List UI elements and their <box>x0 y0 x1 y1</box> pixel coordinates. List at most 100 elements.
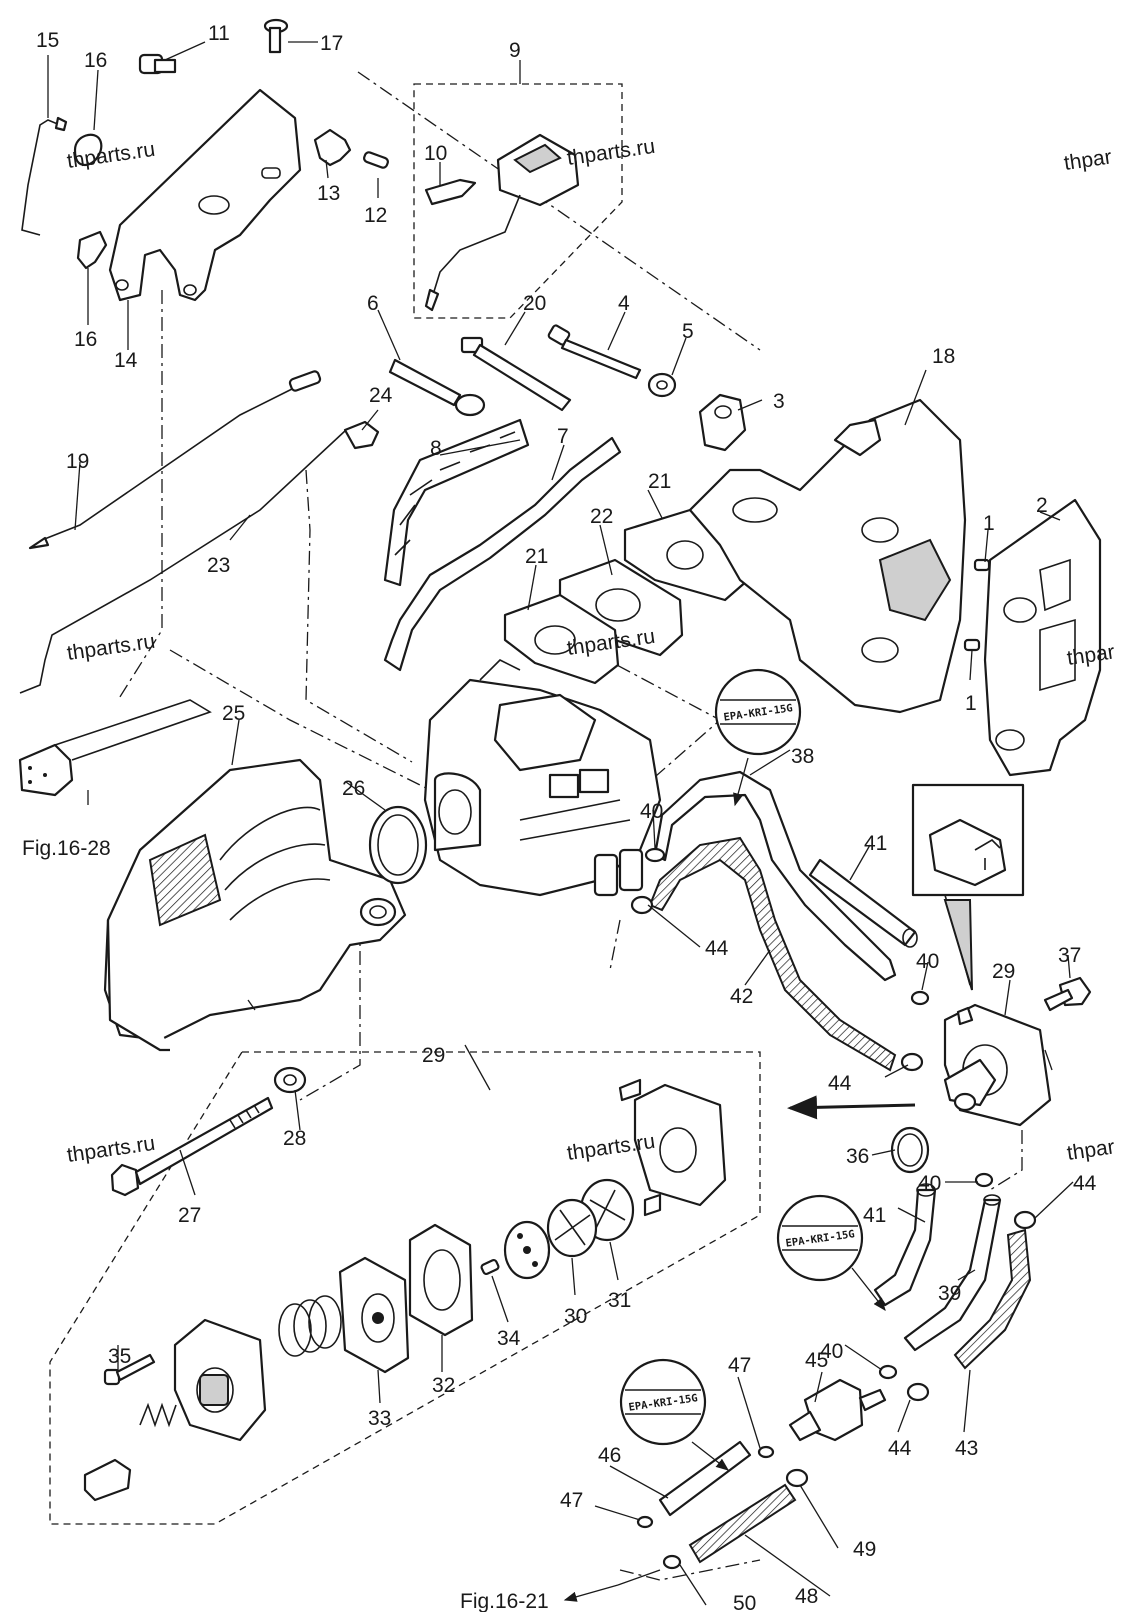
part-32-gasket <box>408 1223 474 1337</box>
callout-25: 25 <box>222 702 245 725</box>
callout-1-upper: 1 <box>983 512 995 535</box>
fig-ref-16-21[interactable]: Fig.16-21 <box>460 1590 549 1612</box>
callout-48: 48 <box>795 1585 818 1608</box>
part-42-mesh-hose <box>648 836 897 1072</box>
part-7-fuel-hose <box>383 436 622 672</box>
callout-4: 4 <box>618 292 630 315</box>
callout-12: 12 <box>364 204 387 227</box>
part-17-screw <box>263 18 289 54</box>
callout-37: 37 <box>1058 944 1081 967</box>
part-41-bent-hose <box>873 1183 937 1307</box>
part-11-bolt <box>138 53 177 75</box>
part-25-intake-silencer <box>103 758 407 1052</box>
watermark-7: thparts.ru <box>65 1132 156 1167</box>
part-46-hose <box>658 1440 752 1517</box>
callout-50: 50 <box>733 1592 756 1612</box>
callout-2: 2 <box>1036 494 1048 517</box>
callout-49: 49 <box>853 1538 876 1561</box>
center-line-carb-top <box>357 71 761 351</box>
callout-10: 10 <box>424 142 447 165</box>
callout-39: 39 <box>938 1282 961 1305</box>
fuel-pump-kit-dashed-outline <box>49 1051 761 1525</box>
part-18-intake-manifold <box>688 398 967 714</box>
part-28-washer <box>273 1066 307 1094</box>
callout-11: 11 <box>208 22 230 45</box>
leader-lines <box>47 41 1074 1606</box>
epa-tag-2: EPA-KRI-15G <box>776 1194 864 1282</box>
watermark-9: thpar <box>1065 1136 1116 1165</box>
part-45-fuel-filter <box>788 1378 887 1442</box>
part-43-mesh-hose <box>953 1228 1032 1370</box>
callout-6: 6 <box>367 292 379 315</box>
callout-19: 19 <box>66 450 89 473</box>
center-line-lower <box>609 919 621 971</box>
part-15-rod <box>21 116 68 236</box>
part-19-cable <box>28 370 322 550</box>
epa-tag-3: EPA-KRI-15G <box>619 1358 707 1446</box>
part-10-bullet <box>424 178 477 206</box>
part-3-clamp <box>698 393 747 452</box>
epa-tag-1: EPA-KRI-15G <box>714 668 802 756</box>
item-9-dashed-outline <box>413 83 623 319</box>
callout-41-lower: 41 <box>863 1204 886 1227</box>
callout-29-left: 29 <box>422 1044 445 1067</box>
callout-44-b: 44 <box>828 1072 852 1095</box>
part-1-dowel-pins <box>963 558 991 652</box>
callout-1-lower: 1 <box>965 692 977 715</box>
direction-arrows <box>563 757 916 1602</box>
part-38-fuel-hose <box>653 770 897 982</box>
part-5-washer <box>647 372 677 398</box>
callout-36: 36 <box>846 1145 869 1168</box>
callout-33: 33 <box>368 1407 391 1430</box>
callout-9: 9 <box>509 39 521 62</box>
part-12-pin <box>363 151 389 169</box>
callout-8: 8 <box>430 437 442 460</box>
callout-16-upper: 16 <box>84 49 107 72</box>
part-21-gasket-lower <box>503 593 620 685</box>
pump-spring <box>278 1295 342 1357</box>
watermark-3: thpar <box>1062 146 1113 175</box>
part-14-bracket <box>108 88 302 302</box>
detail-view-inset <box>911 783 1025 991</box>
callout-15: 15 <box>36 29 59 52</box>
callout-labels: 15 16 11 17 9 10 13 12 16 14 19 6 20 4 5… <box>36 22 1097 1612</box>
callout-21-lower: 21 <box>525 545 548 568</box>
callout-45: 45 <box>805 1349 828 1372</box>
callout-30: 30 <box>564 1305 587 1328</box>
center-line-carb-mount <box>169 649 431 791</box>
part-36-o-ring <box>890 1126 930 1174</box>
callout-47-upper: 47 <box>728 1354 751 1377</box>
part-34-screw <box>480 1258 500 1276</box>
watermark-2: thparts.ru <box>565 135 656 170</box>
callout-20: 20 <box>523 292 546 315</box>
part-2-manifold-gasket <box>983 498 1102 777</box>
fig-ref-16-28[interactable]: Fig.16-28 <box>22 837 111 860</box>
part-39-hose <box>903 1194 1002 1352</box>
callout-40-d: 40 <box>820 1340 843 1363</box>
part-48-mesh-hose <box>688 1483 797 1564</box>
part-6-ground-strap <box>388 358 486 417</box>
part-33-diaphragm-plate <box>338 1256 410 1374</box>
callout-17: 17 <box>320 32 343 55</box>
callout-14: 14 <box>114 349 138 372</box>
part-4-long-bolt <box>547 324 642 380</box>
part-25-fig-ref-part <box>18 699 212 797</box>
pump-body <box>173 1318 267 1442</box>
callout-44-a: 44 <box>705 937 729 960</box>
part-41-straight-hose <box>808 858 918 948</box>
center-line-linkage <box>305 469 413 763</box>
callout-40-b: 40 <box>916 950 939 973</box>
part-26-o-ring <box>368 805 428 885</box>
callout-21-upper: 21 <box>648 470 671 493</box>
callout-47-lower: 47 <box>560 1489 583 1512</box>
callout-18: 18 <box>932 345 955 368</box>
callout-29-right: 29 <box>992 960 1015 983</box>
callout-22: 22 <box>590 505 613 528</box>
callout-27: 27 <box>178 1204 201 1227</box>
callout-23: 23 <box>207 554 230 577</box>
center-line-pump-right <box>989 1130 1023 1191</box>
callout-46: 46 <box>598 1444 621 1467</box>
callout-40-a: 40 <box>640 800 663 823</box>
carburetor-body <box>423 659 662 897</box>
